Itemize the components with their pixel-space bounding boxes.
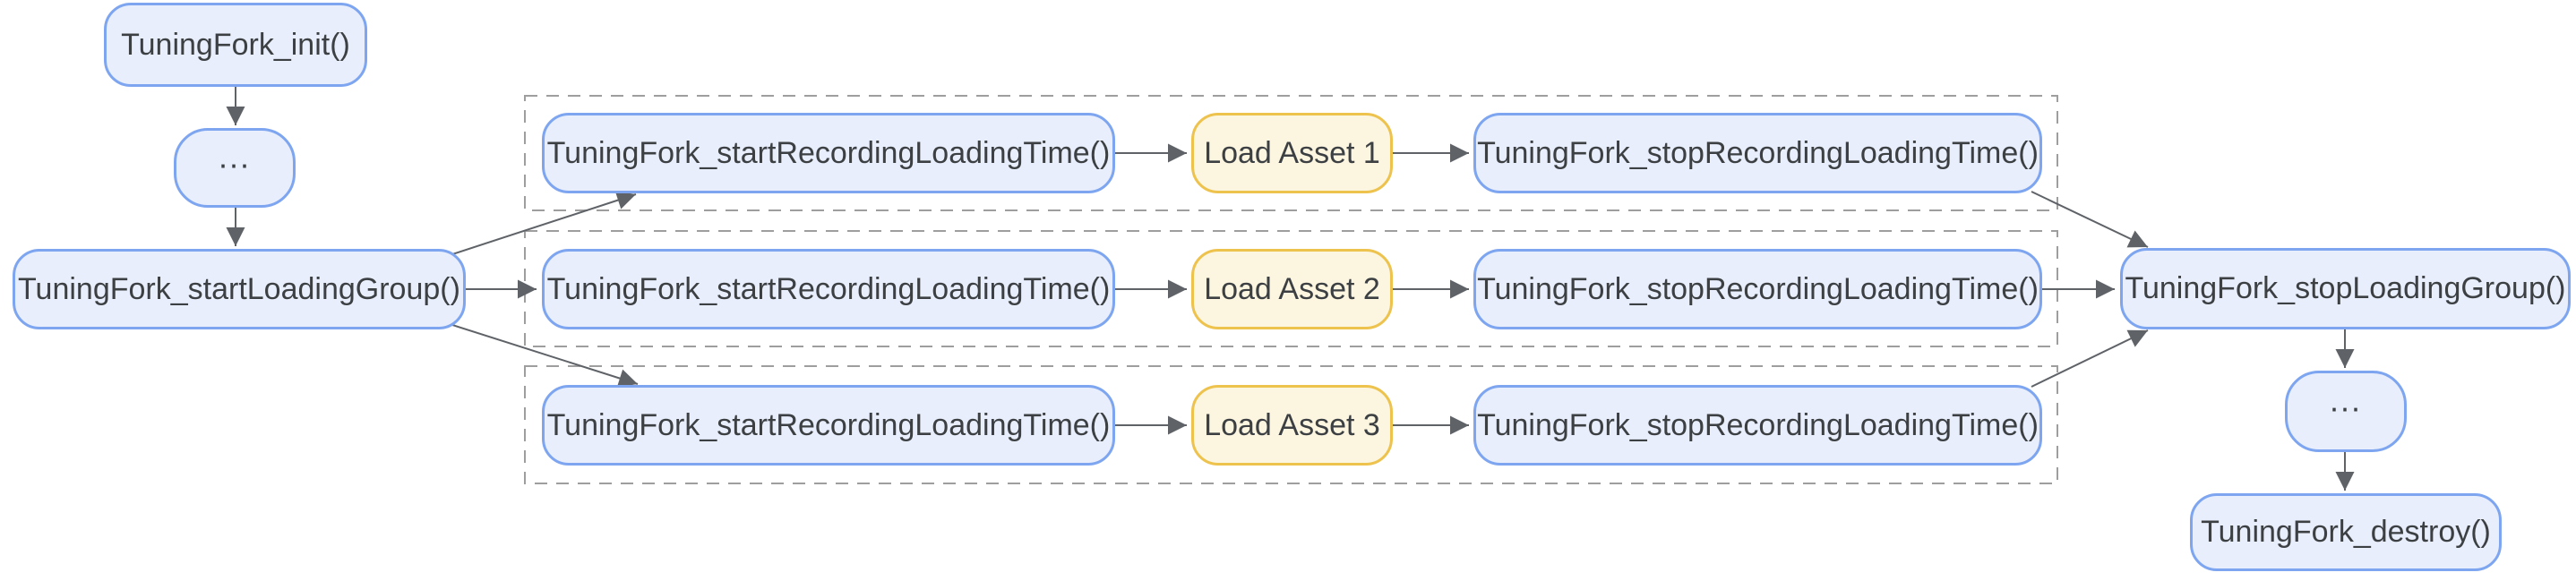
node-row1-load-asset: Load Asset 1 xyxy=(1191,113,1393,193)
node-row3-start-recording: TuningFork_startRecordingLoadingTime() xyxy=(542,385,1115,466)
loading-group-row-3-outline xyxy=(524,365,2058,484)
node-tuningfork-init: TuningFork_init() xyxy=(104,3,367,87)
edge-start-group-to-row3 xyxy=(449,323,639,388)
node-row2-start-recording-label: TuningFork_startRecordingLoadingTime() xyxy=(546,271,1111,306)
node-stop-loading-group-label: TuningFork_stopLoadingGroup() xyxy=(2125,271,2566,305)
loading-group-row-2-outline xyxy=(524,230,2058,347)
node-row2-load-asset-label: Load Asset 2 xyxy=(1204,271,1380,306)
node-ellipsis-bottom: ... xyxy=(2285,371,2407,452)
node-row1-start-recording-label: TuningFork_startRecordingLoadingTime() xyxy=(546,135,1111,170)
node-row1-stop-recording-label: TuningFork_stopRecordingLoadingTime() xyxy=(1477,135,2039,170)
edge-start-group-to-row1 xyxy=(449,191,637,256)
node-row1-load-asset-label: Load Asset 1 xyxy=(1204,135,1380,170)
loading-group-row-1-outline xyxy=(524,95,2058,211)
node-row3-load-asset: Load Asset 3 xyxy=(1191,385,1393,466)
edge-row1-to-stop-group xyxy=(2031,191,2149,248)
node-tuningfork-destroy: TuningFork_destroy() xyxy=(2190,493,2502,571)
node-row2-stop-recording-label: TuningFork_stopRecordingLoadingTime() xyxy=(1477,271,2039,306)
node-row3-load-asset-label: Load Asset 3 xyxy=(1204,407,1380,442)
node-row3-start-recording-label: TuningFork_startRecordingLoadingTime() xyxy=(546,407,1111,442)
node-row2-load-asset: Load Asset 2 xyxy=(1191,249,1393,329)
node-row1-start-recording: TuningFork_startRecordingLoadingTime() xyxy=(542,113,1115,193)
node-start-loading-group-label: TuningFork_startLoadingGroup() xyxy=(18,271,460,306)
node-ellipsis-top-label: ... xyxy=(218,137,251,175)
edge-row3-to-stop-group xyxy=(2031,329,2149,388)
node-ellipsis-bottom-label: ... xyxy=(2329,380,2362,418)
node-start-loading-group: TuningFork_startLoadingGroup() xyxy=(13,249,466,329)
node-ellipsis-top: ... xyxy=(174,128,296,208)
node-row1-stop-recording: TuningFork_stopRecordingLoadingTime() xyxy=(1473,113,2042,193)
node-stop-loading-group: TuningFork_stopLoadingGroup() xyxy=(2120,248,2571,329)
node-row3-stop-recording-label: TuningFork_stopRecordingLoadingTime() xyxy=(1477,407,2039,442)
node-tuningfork-init-label: TuningFork_init() xyxy=(121,27,350,62)
node-row2-start-recording: TuningFork_startRecordingLoadingTime() xyxy=(542,249,1115,329)
node-row3-stop-recording: TuningFork_stopRecordingLoadingTime() xyxy=(1473,385,2042,466)
node-tuningfork-destroy-label: TuningFork_destroy() xyxy=(2201,515,2491,549)
node-row2-stop-recording: TuningFork_stopRecordingLoadingTime() xyxy=(1473,249,2042,329)
